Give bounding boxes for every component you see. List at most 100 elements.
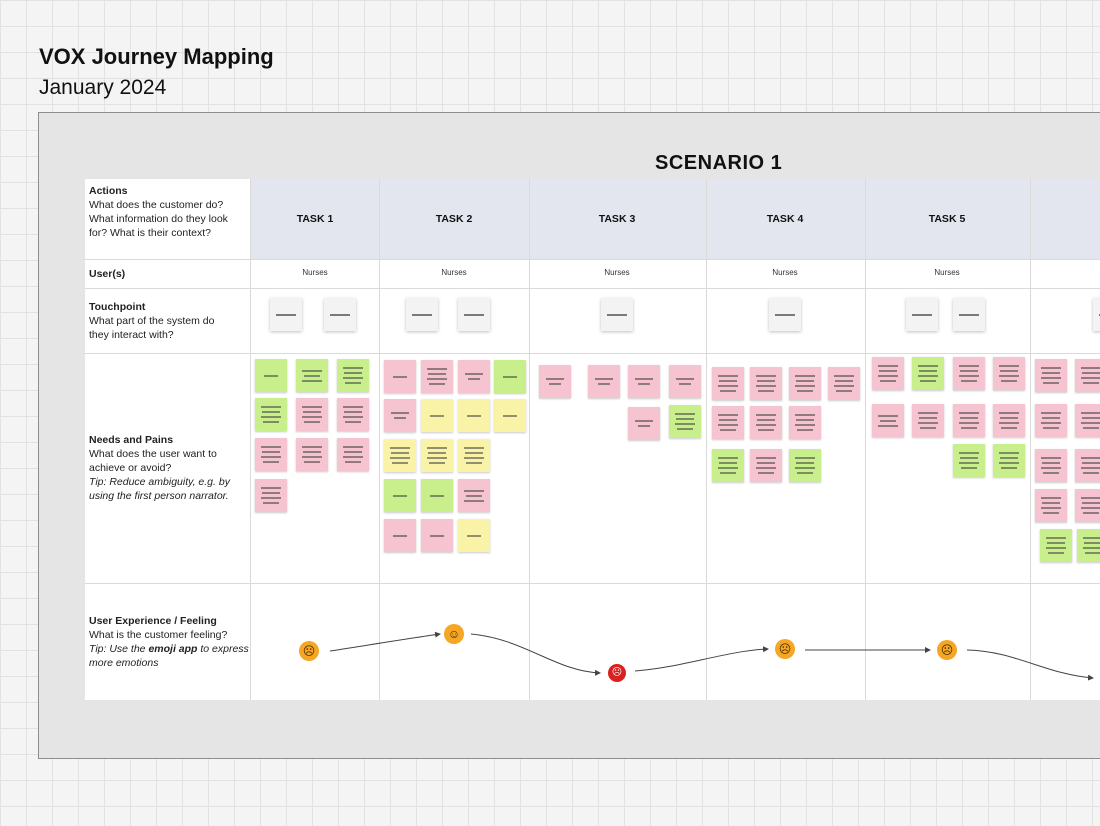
- sticky-note-pink[interactable]: [750, 449, 782, 482]
- sticky-note-green[interactable]: [384, 479, 416, 512]
- sticky-note-yellow[interactable]: [494, 399, 526, 432]
- sticky-note-pink[interactable]: [384, 360, 416, 393]
- sticky-note-green[interactable]: [494, 360, 526, 393]
- sticky-note-pink[interactable]: [296, 398, 328, 431]
- sticky-note-pink[interactable]: [539, 365, 571, 398]
- sticky-note-green[interactable]: [912, 357, 944, 390]
- sticky-note-pink[interactable]: [1075, 449, 1100, 482]
- sticky-note-green[interactable]: [255, 398, 287, 431]
- board-subtitle: January 2024: [39, 76, 167, 99]
- sticky-note-yellow[interactable]: [421, 399, 453, 432]
- feeling-row-label: User Experience / Feeling What is the cu…: [89, 614, 249, 670]
- touchpoint-card[interactable]: [270, 298, 302, 331]
- sticky-note-pink[interactable]: [1075, 489, 1100, 522]
- column-divider: [529, 179, 530, 700]
- feeling-title: User Experience / Feeling: [89, 615, 217, 627]
- task-2-header[interactable]: TASK 2: [435, 213, 473, 225]
- sticky-note-yellow[interactable]: [458, 399, 490, 432]
- sticky-note-pink[interactable]: [872, 357, 904, 390]
- sticky-note-pink[interactable]: [421, 360, 453, 393]
- task-4-header[interactable]: TASK 4: [766, 213, 804, 225]
- sticky-note-pink[interactable]: [912, 404, 944, 437]
- task-header-band: [250, 179, 1100, 259]
- sticky-note-pink[interactable]: [789, 406, 821, 439]
- column-divider: [1030, 179, 1031, 700]
- sticky-note-yellow[interactable]: [421, 439, 453, 472]
- feeling-arrow: [470, 633, 601, 676]
- neutral-face-icon[interactable]: ☺: [444, 624, 464, 644]
- sticky-note-green[interactable]: [1040, 529, 1072, 562]
- touchpoint-desc: What part of the system do they interact…: [89, 315, 215, 341]
- sticky-note-pink[interactable]: [1035, 359, 1067, 392]
- sticky-note-pink[interactable]: [789, 367, 821, 400]
- feeling-desc: What is the customer feeling?: [89, 629, 228, 641]
- sticky-note-yellow[interactable]: [458, 439, 490, 472]
- sticky-note-pink[interactable]: [296, 438, 328, 471]
- worried-face-icon[interactable]: ☹: [299, 641, 319, 661]
- row-divider: [85, 353, 1100, 354]
- sticky-note-pink[interactable]: [1075, 404, 1100, 437]
- sticky-note-yellow[interactable]: [458, 519, 490, 552]
- row-divider: [85, 288, 1100, 289]
- task-5-header[interactable]: TASK 5: [928, 213, 966, 225]
- sticky-note-pink[interactable]: [872, 404, 904, 437]
- sticky-note-green[interactable]: [1077, 529, 1100, 562]
- sticky-note-pink[interactable]: [1075, 359, 1100, 392]
- actions-title: Actions: [89, 185, 128, 197]
- feeling-arrow: [329, 631, 441, 652]
- sticky-note-pink[interactable]: [588, 365, 620, 398]
- sticky-note-green[interactable]: [993, 444, 1025, 477]
- sticky-note-green[interactable]: [789, 449, 821, 482]
- sticky-note-green[interactable]: [421, 479, 453, 512]
- sticky-note-pink[interactable]: [458, 360, 490, 393]
- angry-face-icon[interactable]: ☹: [608, 664, 626, 682]
- touchpoint-card[interactable]: [458, 298, 490, 331]
- sticky-note-pink[interactable]: [628, 407, 660, 440]
- touchpoint-card[interactable]: [769, 298, 801, 331]
- sticky-note-pink[interactable]: [1035, 449, 1067, 482]
- touchpoint-card[interactable]: [906, 298, 938, 331]
- sticky-note-pink[interactable]: [421, 519, 453, 552]
- sticky-note-green[interactable]: [669, 405, 701, 438]
- touchpoint-card[interactable]: [601, 298, 633, 331]
- touchpoint-card[interactable]: [953, 298, 985, 331]
- sticky-note-green[interactable]: [255, 359, 287, 392]
- journey-table: Actions What does the customer do? What …: [85, 179, 1100, 700]
- touchpoint-card[interactable]: [324, 298, 356, 331]
- task-3-header[interactable]: TASK 3: [598, 213, 636, 225]
- sticky-note-pink[interactable]: [953, 404, 985, 437]
- sticky-note-pink[interactable]: [953, 357, 985, 390]
- sticky-note-pink[interactable]: [1035, 489, 1067, 522]
- sticky-note-pink[interactable]: [384, 519, 416, 552]
- sticky-note-pink[interactable]: [993, 357, 1025, 390]
- task-1-header[interactable]: TASK 1: [296, 213, 334, 225]
- sticky-note-pink[interactable]: [993, 404, 1025, 437]
- sticky-note-pink[interactable]: [337, 398, 369, 431]
- touchpoint-card[interactable]: [406, 298, 438, 331]
- sticky-note-pink[interactable]: [384, 399, 416, 432]
- task-3-user: Nurses: [604, 268, 630, 277]
- needs-desc: What does the user want to achieve or av…: [89, 448, 217, 474]
- users-row-label: User(s): [89, 267, 247, 281]
- sticky-note-pink[interactable]: [255, 479, 287, 512]
- sticky-note-green[interactable]: [953, 444, 985, 477]
- sticky-note-pink[interactable]: [712, 367, 744, 400]
- sticky-note-pink[interactable]: [750, 367, 782, 400]
- sticky-note-pink[interactable]: [628, 365, 660, 398]
- sticky-note-yellow[interactable]: [384, 439, 416, 472]
- sticky-note-pink[interactable]: [458, 479, 490, 512]
- sticky-note-pink[interactable]: [712, 406, 744, 439]
- sticky-note-green[interactable]: [712, 449, 744, 482]
- worried-face-icon[interactable]: ☹: [937, 640, 957, 660]
- sticky-note-pink[interactable]: [1035, 404, 1067, 437]
- sticky-note-green[interactable]: [337, 359, 369, 392]
- sticky-note-pink[interactable]: [669, 365, 701, 398]
- sticky-note-green[interactable]: [296, 359, 328, 392]
- touchpoint-row-label: Touchpoint What part of the system do th…: [89, 300, 247, 342]
- sticky-note-pink[interactable]: [337, 438, 369, 471]
- sticky-note-pink[interactable]: [750, 406, 782, 439]
- worried-face-icon[interactable]: ☹: [775, 639, 795, 659]
- sticky-note-pink[interactable]: [255, 438, 287, 471]
- board-title: VOX Journey Mapping: [39, 44, 274, 69]
- sticky-note-pink[interactable]: [828, 367, 860, 400]
